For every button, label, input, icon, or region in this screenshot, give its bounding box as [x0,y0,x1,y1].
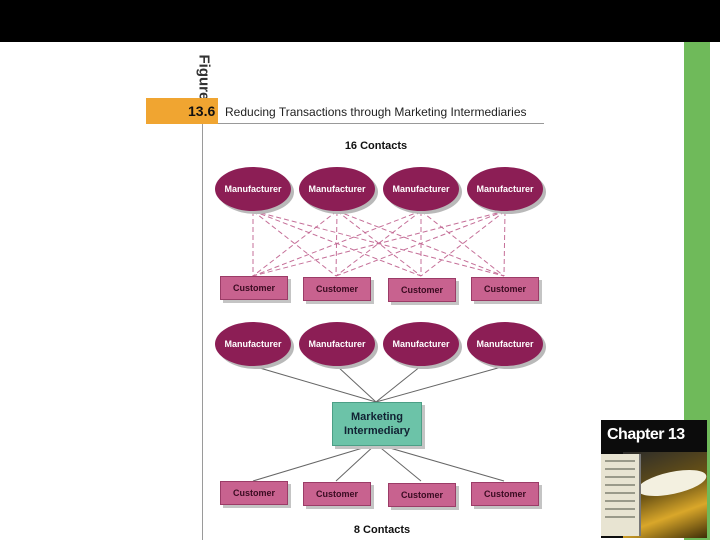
bottom-customer-4: Customer [471,482,539,506]
book-cover-title: Chapter 13 [607,426,685,443]
bottom-connector-lines [252,365,506,482]
top-contact-line [335,210,422,277]
manufacturer-intermediary-line [336,365,377,403]
top-contact-line [336,210,422,277]
bottom-manufacturer-1: Manufacturer [215,322,291,366]
top-contact-line [420,210,505,277]
top-diagram-heading: 16 Contacts [344,140,408,152]
intermediary-customer-line [375,443,422,482]
top-black-bar [0,0,720,42]
marketing-intermediary-box: Marketing Intermediary [332,402,422,446]
figure-margin-line [202,124,203,540]
bottom-customer-2: Customer [303,482,371,506]
intermediary-customer-line [375,443,505,482]
bottom-diagram-footer: 8 Contacts [353,524,411,536]
bottom-customer-1: Customer [220,481,288,505]
bottom-manufacturer-3: Manufacturer [383,322,459,366]
top-manufacturer-2: Manufacturer [299,167,375,211]
manufacturer-intermediary-line [252,365,377,403]
chapter-book-cover: Chapter 13 [601,420,707,538]
top-customer-4: Customer [471,277,539,301]
intermediary-label-line-2: Intermediary [343,425,411,437]
top-contact-line [503,210,506,277]
intermediary-customer-line [335,443,377,482]
top-contact-line [252,210,337,277]
bottom-manufacturer-2: Manufacturer [299,322,375,366]
book-page-preview [601,454,641,536]
top-manufacturer-4: Manufacturer [467,167,543,211]
bottom-manufacturer-4: Manufacturer [467,322,543,366]
top-connector-lines [252,210,506,277]
bottom-customer-3: Customer [388,483,456,507]
top-contact-line [420,210,506,277]
title-rule [218,123,544,124]
top-manufacturer-1: Manufacturer [215,167,291,211]
top-contact-line [252,210,338,277]
manufacturer-intermediary-line [375,365,422,403]
top-customer-3: Customer [388,278,456,302]
top-contact-line [252,210,422,277]
figure-title: Reducing Transactions through Marketing … [225,105,527,119]
top-manufacturer-3: Manufacturer [383,167,459,211]
intermediary-customer-line [252,443,377,482]
top-contact-line [252,210,506,277]
intermediary-label-line-1: Marketing [351,411,403,423]
top-contact-line [335,210,506,277]
figure-number-tab [146,98,218,124]
top-customer-2: Customer [303,277,371,301]
top-customer-1: Customer [220,276,288,300]
figure-number: 13.6 [188,103,216,119]
manufacturer-intermediary-line [375,365,506,403]
